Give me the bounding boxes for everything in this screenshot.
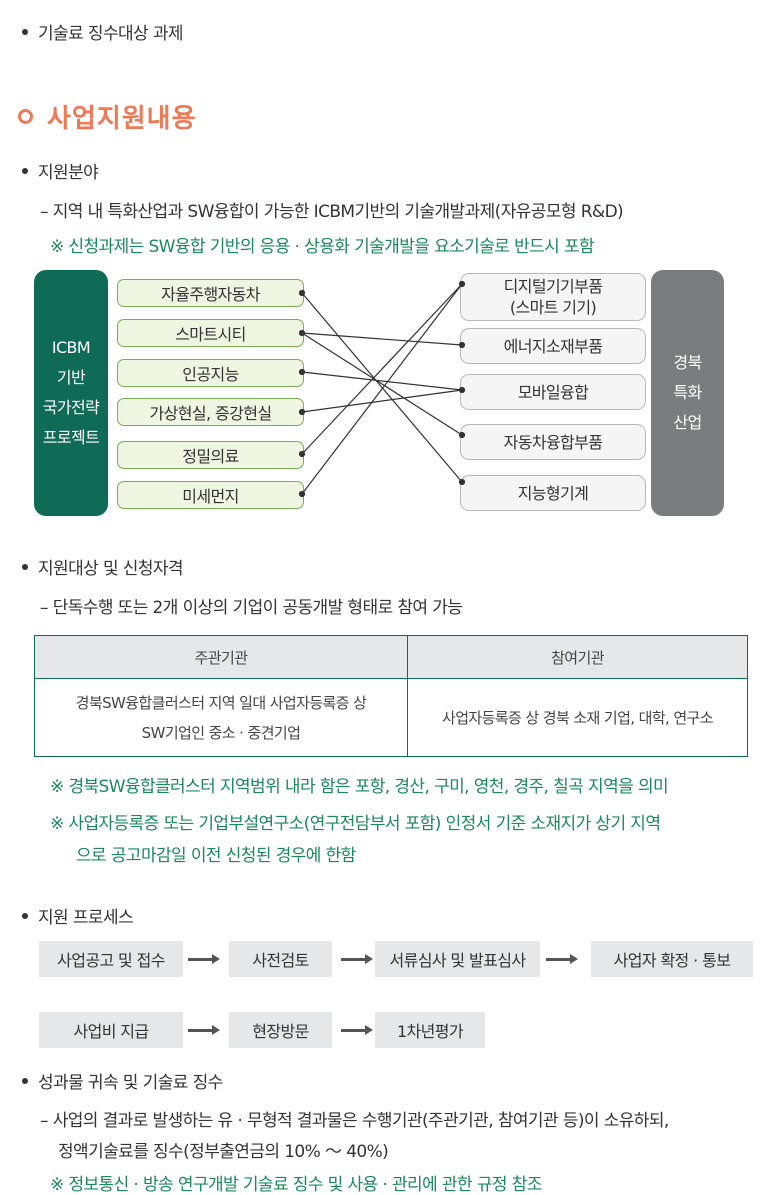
bullet-text: 지원 프로세스 — [38, 908, 134, 928]
connector-dot — [298, 450, 306, 458]
bullet-text: 지원분야 — [38, 163, 99, 183]
eligibility-desc: – 단독수행 또는 2개 이상의 기업이 공동개발 형태로 참여 가능 — [40, 598, 463, 618]
connector-dot — [458, 341, 466, 349]
connector-dot — [298, 289, 306, 297]
industry-line: 디지털기기부품 — [503, 277, 603, 296]
outcome-desc: – 사업의 결과로 발생하는 유 · 무형적 결과물은 수행기관(주관기관, 참… — [40, 1111, 669, 1131]
support-field-note: ※ 신청과제는 SW융합 기반의 응용 · 상용화 기술개발을 요소기술로 반드… — [50, 237, 595, 257]
bullet-dot-icon — [22, 913, 28, 919]
project-item: 스마트시티 — [117, 319, 304, 347]
process-step: 사업비 지급 — [39, 1012, 183, 1048]
block-line: 프로젝트 — [42, 428, 100, 447]
connector-dot — [458, 431, 466, 439]
connector-line — [301, 292, 463, 483]
project-item: 가상현실, 증강현실 — [117, 398, 304, 426]
connector-dot — [298, 490, 306, 498]
industry-item: 디지털기기부품 (스마트 기기) — [460, 273, 646, 321]
connector-dot — [298, 329, 306, 337]
arrow-right-icon — [188, 1025, 220, 1035]
section-title: 사업지원내용 — [18, 98, 197, 135]
block-line: ICBM — [51, 338, 91, 357]
bullet-process: 지원 프로세스 — [22, 903, 134, 928]
project-item: 자율주행자동차 — [117, 279, 304, 307]
process-step: 사업자 확정 · 통보 — [591, 941, 753, 977]
arrow-right-icon — [341, 1025, 373, 1035]
bullet-text: 기술료 징수대상 과제 — [38, 24, 184, 44]
table-row: 경북SW융합클러스터 지역 일대 사업자등록증 상 SW기업인 중소 · 중견기… — [34, 678, 748, 757]
eligibility-table: 주관기관 참여기관 경북SW융합클러스터 지역 일대 사업자등록증 상 SW기업… — [34, 635, 748, 757]
connector-line — [301, 371, 463, 391]
bullet-dot-icon — [22, 564, 28, 570]
outcome-desc-cont: 정액기술료를 징수(정부출연금의 10% ～ 40%) — [58, 1142, 389, 1162]
eligibility-note-location-cont: 으로 공고마감일 이전 신청된 경우에 한함 — [76, 846, 356, 866]
block-line: 산업 — [673, 413, 702, 432]
industry-item: 지능형기계 — [460, 475, 646, 511]
block-line: 국가전략 — [42, 398, 100, 417]
block-line: 경북 — [673, 353, 702, 372]
icbm-project-block: ICBM 기반 국가전략 프로젝트 — [34, 270, 108, 516]
connector-dot — [458, 280, 466, 288]
process-step: 현장방문 — [229, 1012, 332, 1048]
industry-line: (스마트 기기) — [509, 298, 597, 317]
process-step: 서류심사 및 발표심사 — [375, 941, 540, 977]
bullet-dot-icon — [22, 168, 28, 174]
eligibility-note-location: ※ 사업자등록증 또는 기업부설연구소(연구전담부서 포함) 인정서 기준 소재… — [50, 814, 661, 834]
outcome-note: ※ 정보통신 · 방송 연구개발 기술료 징수 및 사용 · 관리에 관한 규정… — [50, 1175, 542, 1195]
project-item: 미세먼지 — [117, 481, 304, 509]
bullet-text: 성과물 귀속 및 기술료 징수 — [38, 1073, 223, 1093]
bullet-text: 지원대상 및 신청자격 — [38, 559, 184, 579]
bullet-support-field: 지원분야 — [22, 158, 99, 183]
bullet-tech-fee-target: 기술료 징수대상 과제 — [22, 19, 184, 44]
cell-line: SW기업인 중소 · 중견기업 — [141, 723, 301, 742]
ring-bullet-icon — [18, 109, 33, 124]
icbm-diagram: ICBM 기반 국가전략 프로젝트 자율주행자동차 스마트시티 인공지능 가상현… — [34, 270, 754, 516]
project-item: 정밀의료 — [117, 441, 304, 469]
connector-dot — [458, 478, 466, 486]
cell-main-org: 경북SW융합클러스터 지역 일대 사업자등록증 상 SW기업인 중소 · 중견기… — [34, 678, 408, 757]
industry-item: 자동차융합부품 — [460, 424, 646, 460]
arrow-right-icon — [341, 954, 373, 964]
arrow-right-icon — [188, 954, 220, 964]
industry-item: 에너지소재부품 — [460, 328, 646, 364]
block-line: 기반 — [56, 368, 86, 387]
table-header-row: 주관기관 참여기관 — [34, 635, 748, 679]
header-partner-org: 참여기관 — [407, 635, 748, 679]
eligibility-note-region: ※ 경북SW융합클러스터 지역범위 내라 함은 포항, 경산, 구미, 영천, … — [50, 777, 669, 797]
industry-item: 모바일융합 — [460, 374, 646, 410]
process-step: 사업공고 및 접수 — [39, 941, 183, 977]
project-item: 인공지능 — [117, 359, 304, 387]
connector-line — [301, 332, 463, 346]
header-main-org: 주관기관 — [34, 635, 408, 679]
cell-line: 경북SW융합클러스터 지역 일대 사업자등록증 상 — [75, 693, 367, 712]
bullet-dot-icon — [22, 1078, 28, 1084]
process-step: 1차년평가 — [375, 1012, 485, 1048]
connector-lines — [298, 280, 466, 498]
arrow-right-icon — [546, 954, 578, 964]
cell-partner-org: 사업자등록증 상 경북 소재 기업, 대학, 연구소 — [407, 678, 748, 757]
connector-line — [301, 389, 463, 413]
connector-line — [301, 283, 463, 455]
bullet-outcome: 성과물 귀속 및 기술료 징수 — [22, 1068, 223, 1093]
connector-line — [301, 332, 463, 436]
connector-dot — [458, 386, 466, 394]
process-step: 사전검토 — [229, 941, 332, 977]
bullet-dot-icon — [22, 29, 28, 35]
bullet-eligibility: 지원대상 및 신청자격 — [22, 554, 184, 579]
connector-line — [301, 283, 463, 495]
support-field-desc: – 지역 내 특화산업과 SW융합이 가능한 ICBM기반의 기술개발과제(자유… — [40, 202, 624, 222]
connector-dot — [298, 408, 306, 416]
connector-dot — [298, 368, 306, 376]
gyeongbuk-industry-block: 경북 특화 산업 — [651, 270, 724, 516]
section-title-text: 사업지원내용 — [47, 104, 197, 134]
block-line: 특화 — [673, 383, 702, 402]
